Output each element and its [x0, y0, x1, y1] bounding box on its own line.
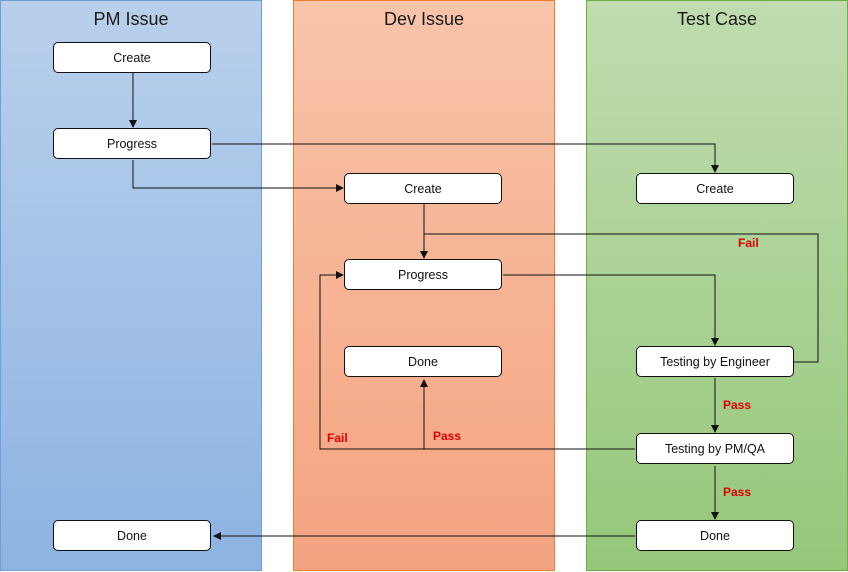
edge-label-engineer-pass: Pass	[723, 398, 752, 412]
pm-create-node[interactable]: Create	[53, 42, 211, 73]
edge-label-pmqa-done-pass: Pass	[723, 485, 752, 499]
dev-create-node[interactable]: Create	[344, 173, 502, 204]
tc-testing-by-engineer-node[interactable]: Testing by Engineer	[636, 346, 794, 377]
edge-label-pmqa-fail: Fail	[327, 431, 348, 445]
tc-testing-by-pmqa-node[interactable]: Testing by PM/QA	[636, 433, 794, 464]
dev-progress-node[interactable]: Progress	[344, 259, 502, 290]
edge-label-pmqa-pass: Pass	[433, 429, 462, 443]
lane-pm-issue: PM Issue	[0, 0, 262, 571]
tc-done-node[interactable]: Done	[636, 520, 794, 551]
edge-label-engineer-fail: Fail	[738, 236, 759, 250]
tc-create-node[interactable]: Create	[636, 173, 794, 204]
pm-done-node[interactable]: Done	[53, 520, 211, 551]
lane-title-dev-issue: Dev Issue	[383, 9, 465, 29]
lane-title-pm-issue: PM Issue	[93, 9, 169, 29]
lane-test-case: Test Case	[586, 0, 848, 571]
dev-done-node[interactable]: Done	[344, 346, 502, 377]
pm-progress-node[interactable]: Progress	[53, 128, 211, 159]
lane-title-test-case: Test Case	[676, 9, 758, 29]
